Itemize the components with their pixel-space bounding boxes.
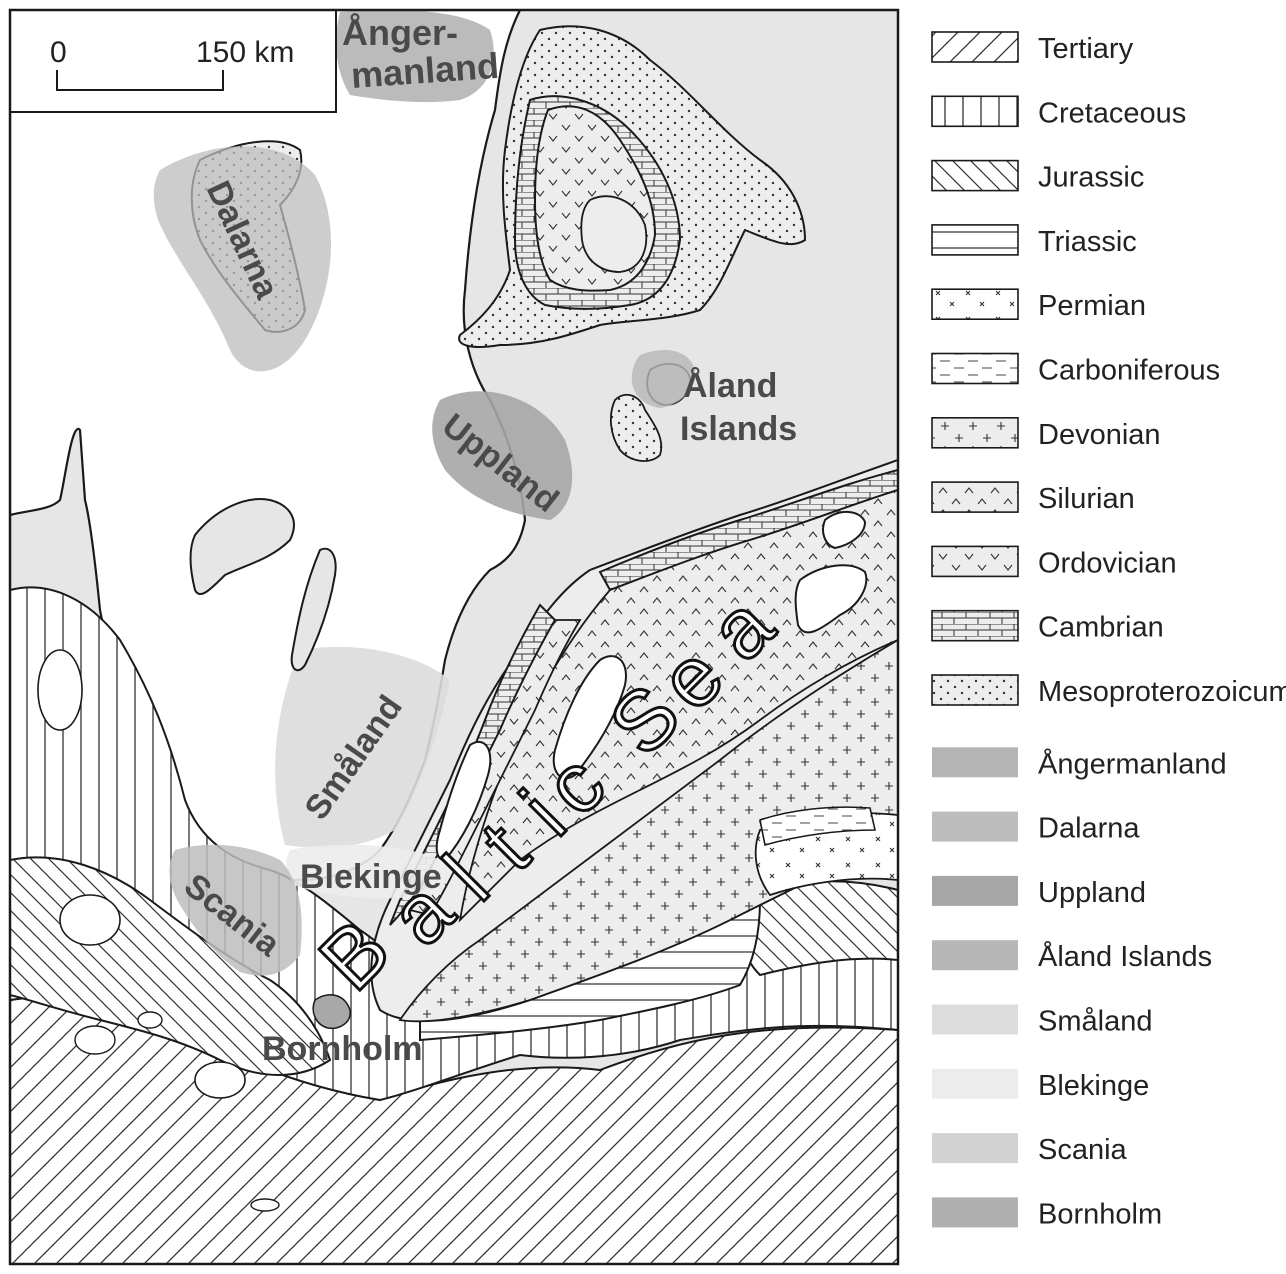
legend-swatch	[931, 224, 1019, 256]
legend-swatch	[931, 288, 1019, 321]
legend-swatch	[932, 1068, 1018, 1099]
legend-label: Permian	[1038, 290, 1146, 322]
legend-swatch	[932, 747, 1018, 778]
region-uppland	[432, 391, 573, 520]
legend-label: Jurassic	[1038, 162, 1144, 194]
label-angermanland-1: Ånger-	[342, 12, 458, 53]
lake-5	[74, 1025, 116, 1055]
region-scania	[169, 844, 302, 976]
legend-swatch	[932, 1197, 1018, 1228]
region-angermanland	[336, 10, 494, 103]
legend-label: Småland	[1038, 1006, 1152, 1038]
island-gotland	[552, 655, 627, 780]
legend-label: Triassic	[1038, 226, 1137, 258]
lake-4	[250, 1198, 280, 1212]
legend-label: Blekinge	[1038, 1070, 1149, 1102]
legend-label: Cambrian	[1038, 612, 1164, 644]
legend-swatch	[932, 1133, 1018, 1164]
scale-bar-line	[56, 70, 224, 91]
unit-carboniferous	[759, 806, 877, 847]
label-blekinge: Blekinge	[300, 858, 442, 896]
legend-label: Carboniferous	[1038, 355, 1220, 387]
legend-swatch	[931, 481, 1019, 513]
lake-6	[137, 1011, 163, 1029]
scale-bar-box	[10, 10, 337, 113]
legend-label: Silurian	[1038, 483, 1135, 515]
label-bornholm: Bornholm	[262, 1030, 423, 1068]
lake-3	[194, 1061, 246, 1099]
legend-label: Mesoproterozoicum	[1038, 676, 1286, 708]
legend-swatch	[931, 609, 1019, 642]
legend-swatch	[931, 416, 1019, 449]
scale-start-label: 0	[50, 36, 67, 69]
legend-label: Scania	[1038, 1134, 1128, 1166]
island-east-1	[794, 564, 868, 634]
legend-label: Bornholm	[1038, 1198, 1162, 1230]
legend-swatch	[931, 95, 1019, 128]
lake-2	[59, 894, 121, 946]
legend-label: Åland Islands	[1038, 940, 1212, 973]
legend-label: Ordovician	[1038, 547, 1177, 579]
legend-swatch	[932, 1004, 1018, 1035]
map-frame-border	[8, 8, 900, 1266]
legend-label: Dalarna	[1038, 813, 1140, 845]
legend-label: Devonian	[1038, 419, 1161, 451]
unit-aland-islands	[609, 393, 663, 462]
map-area: 0 150 km Ånger- manland Dalarna Uppland …	[10, 10, 898, 1264]
unit-silurian-core	[580, 195, 648, 273]
legend-label: Tertiary	[1038, 33, 1134, 65]
region-blekinge	[286, 844, 441, 899]
region-aland	[631, 350, 696, 408]
island-oland	[435, 740, 492, 862]
label-aland-2: Islands	[680, 410, 797, 448]
legend-swatch	[932, 811, 1018, 842]
legend-swatch	[931, 159, 1019, 192]
legend-swatch	[932, 875, 1018, 906]
legend-label: Ångermanland	[1038, 747, 1227, 780]
island-west-1	[189, 498, 295, 595]
lake-1	[37, 649, 83, 731]
label-aland-1: Åland	[683, 367, 777, 405]
island-west-2	[290, 547, 337, 672]
legend-label: Uppland	[1038, 877, 1146, 909]
legend-swatch	[931, 674, 1019, 706]
scale-end-label: 150 km	[196, 36, 294, 69]
legend-swatch	[931, 31, 1019, 63]
legend-label: Cretaceous	[1038, 97, 1186, 129]
region-dalarna	[153, 146, 332, 372]
legend-swatch	[931, 352, 1019, 385]
region-bornholm	[312, 994, 351, 1030]
region-smaland	[275, 646, 450, 848]
island-east-2	[822, 511, 867, 550]
legend-swatch	[932, 940, 1018, 971]
legend-swatch	[931, 545, 1019, 578]
unit-devonian	[398, 638, 898, 1023]
scale-bar: 0 150 km	[10, 10, 337, 113]
legend: TertiaryCretaceousJurassicTriassicPermia…	[931, 31, 1286, 1230]
